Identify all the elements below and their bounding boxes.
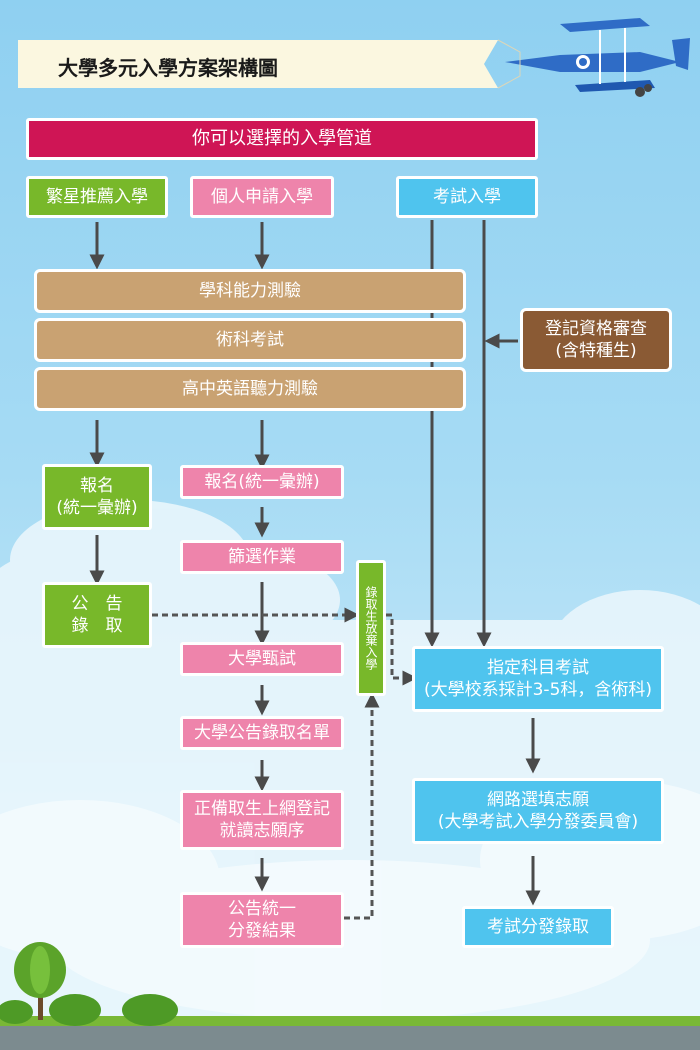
personal-list: 大學公告錄取名單: [180, 716, 344, 750]
exam-designated: 指定科目考試 (大學校系採計3-5科，含術科): [412, 646, 664, 712]
personal-waitlist: 正備取生上網登記 就讀志願序: [180, 790, 344, 850]
personal-register: 報名(統一彙辦): [180, 465, 344, 499]
exam-admission: 考試分發錄取: [462, 906, 614, 948]
star-announce: 公 告 錄 取: [42, 582, 152, 648]
tree-icon: [0, 942, 178, 1026]
personal-interview: 大學甄試: [180, 642, 344, 676]
title-banner: [18, 40, 498, 88]
eligibility-review: 登記資格審查 (含特種生): [520, 308, 672, 372]
test-gsat: 學科能力測驗: [34, 269, 466, 313]
star-register: 報名 (統一彙辦): [42, 464, 152, 530]
dashed-arrow-waiver-to-designated: [386, 613, 418, 686]
test-arts: 術科考試: [34, 318, 466, 362]
header-bar: 你可以選擇的入學管道: [26, 118, 538, 160]
test-english: 高中英語聽力測驗: [34, 367, 466, 411]
road: [0, 1026, 700, 1050]
channel-star: 繁星推薦入學: [26, 176, 168, 218]
dashed-arrow-result-to-waiver: [344, 692, 380, 920]
exam-online: 網路選填志願 (大學考試入學分發委員會): [412, 778, 664, 844]
airplane-icon: [505, 18, 690, 97]
diagram-title: 大學多元入學方案架構圖: [58, 56, 278, 80]
grass: [0, 1016, 700, 1026]
personal-screening: 篩選作業: [180, 540, 344, 574]
waiver-label: 錄取生放棄入學: [356, 560, 386, 696]
channel-exam: 考試入學: [396, 176, 538, 218]
channel-personal: 個人申請入學: [190, 176, 334, 218]
personal-result: 公告統一 分發結果: [180, 892, 344, 948]
